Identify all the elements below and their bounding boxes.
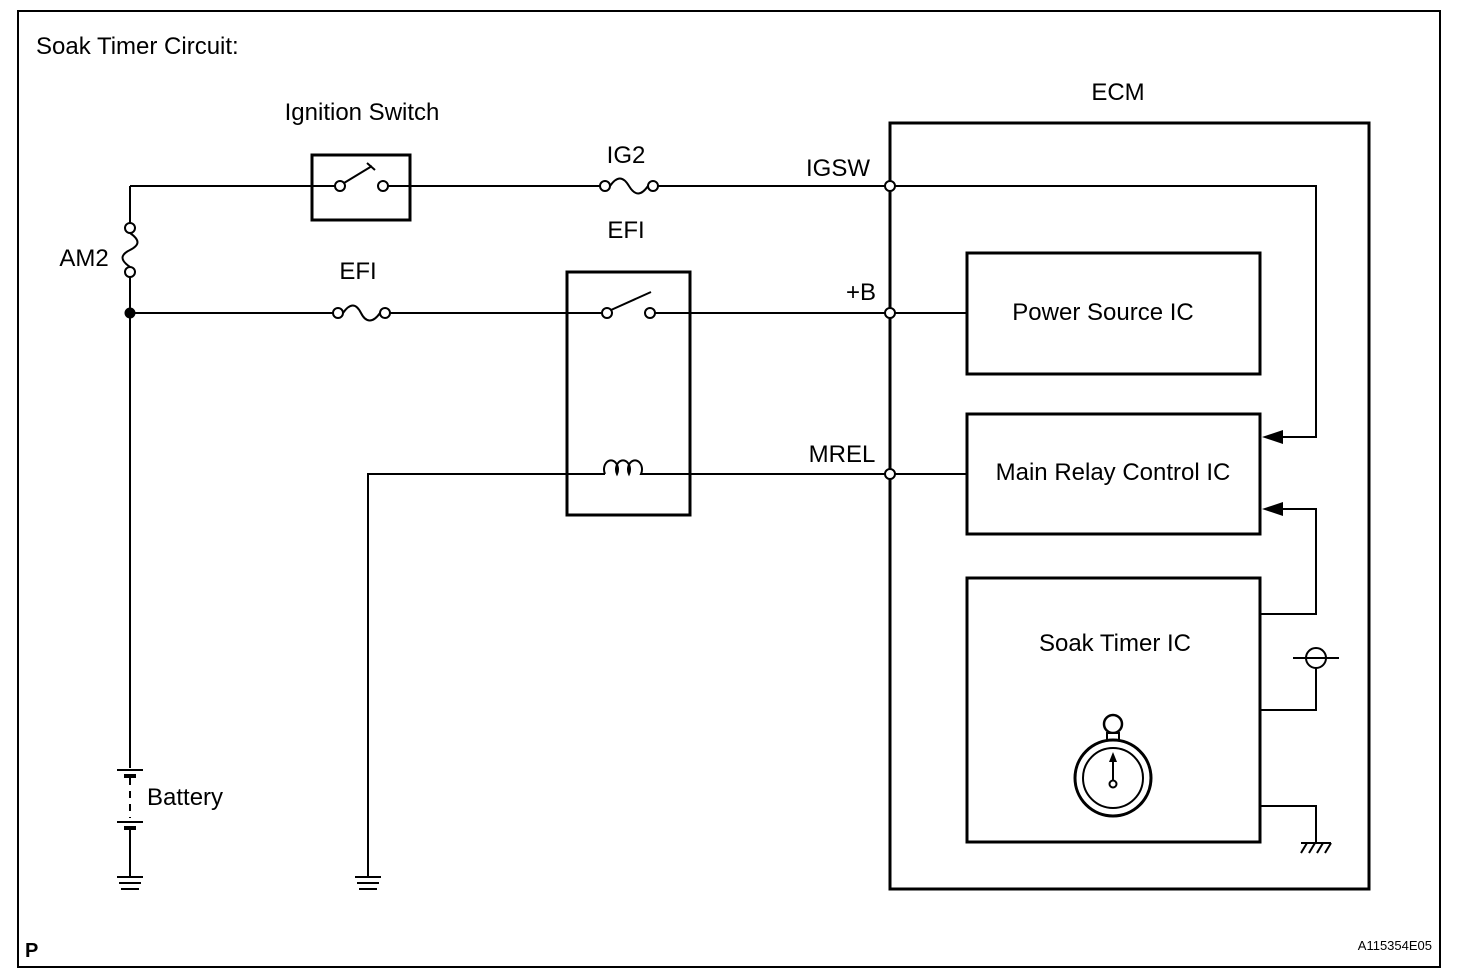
main-relay-control-ic-label: Main Relay Control IC	[996, 459, 1231, 486]
ignition-switch-box	[310, 153, 412, 222]
am2-fuse-terminal-bottom	[124, 266, 136, 278]
ig2-fuse-label: IG2	[607, 142, 646, 169]
arrow-soak-timer-signal	[1262, 502, 1283, 516]
efi-relay-box	[565, 270, 692, 517]
ignition-circuit: Ignition Switch IG2 IGSW	[130, 99, 885, 222]
wire-igsw-to-main-relay-ic	[895, 185, 1317, 438]
ignition-switch-contact-left	[334, 180, 346, 192]
power-source-ic-label: Power Source IC	[1012, 299, 1193, 326]
backup-supply-icon	[1293, 647, 1339, 669]
ground-icon	[117, 876, 143, 890]
stopwatch-pivot	[1108, 779, 1118, 789]
figure-id: A115354E05	[1358, 938, 1432, 953]
efi-fuse-element	[342, 304, 381, 322]
power-source-ic-box	[965, 251, 1262, 376]
ecm: ECM Power Source IC Main Relay Control I…	[884, 79, 1371, 891]
battery: Battery	[117, 769, 223, 890]
igsw-terminal-label: IGSW	[806, 155, 870, 182]
soak-timer-ic-label: Soak Timer IC	[1039, 630, 1191, 657]
b-terminal-label: +B	[846, 279, 876, 306]
battery-label: Battery	[147, 784, 223, 811]
ig2-fuse-terminal-left	[599, 180, 611, 192]
ignition-switch-lever	[343, 162, 376, 184]
diagram-title: Soak Timer Circuit:	[36, 33, 239, 60]
ecm-label: ECM	[1091, 79, 1144, 106]
efi-fuse-terminal-left	[332, 307, 344, 319]
efi-relay-label: EFI	[607, 217, 644, 244]
efi-relay-contact-arm	[610, 291, 652, 311]
ignition-switch-contact-right	[377, 180, 389, 192]
main-relay-control-ic-box	[965, 412, 1262, 536]
chassis-ground-icon	[1300, 842, 1332, 854]
ig2-fuse-element	[609, 177, 649, 195]
figure-frame	[17, 10, 1441, 968]
mrel-terminal	[884, 468, 896, 480]
mrel-terminal-label: MREL	[809, 441, 876, 468]
wire-soak-timer-to-main-relay-ic	[1260, 508, 1317, 615]
am2-fuse-element	[121, 232, 139, 268]
am2-rail: AM2	[59, 186, 139, 768]
stopwatch-hand-tip	[1109, 752, 1117, 762]
ecm-box	[888, 121, 1371, 891]
efi-circuit: EFI EFI +B	[130, 217, 967, 517]
am2-fuse-terminal-top	[124, 222, 136, 234]
wire-soak-timer-to-backup	[1260, 668, 1317, 711]
efi-fuse-label: EFI	[339, 258, 376, 285]
arrow-igsw-signal	[1262, 430, 1283, 444]
battery-ground-symbol	[117, 876, 143, 890]
wire-soak-timer-to-ground	[1260, 805, 1317, 843]
wire-ground-to-coil	[367, 473, 605, 876]
ground-icon	[355, 876, 381, 890]
mrel-ground-symbol	[355, 876, 381, 890]
efi-relay-coil	[603, 459, 652, 477]
igsw-terminal	[884, 180, 896, 192]
stopwatch-icon	[1073, 713, 1153, 818]
ignition-switch-label: Ignition Switch	[285, 99, 440, 126]
efi-relay-contact-left	[601, 307, 613, 319]
efi-relay-contact-right	[644, 307, 656, 319]
chassis-ground-hatch	[1300, 842, 1332, 854]
b-terminal	[884, 307, 896, 319]
ig2-fuse-terminal-right	[647, 180, 659, 192]
stopwatch-crown	[1102, 713, 1124, 735]
efi-fuse-terminal-right	[379, 307, 391, 319]
page-marker: P	[25, 940, 38, 962]
stopwatch-dial	[1082, 747, 1144, 809]
am2-fuse-label: AM2	[59, 245, 108, 272]
mrel-circuit: MREL	[355, 441, 967, 890]
